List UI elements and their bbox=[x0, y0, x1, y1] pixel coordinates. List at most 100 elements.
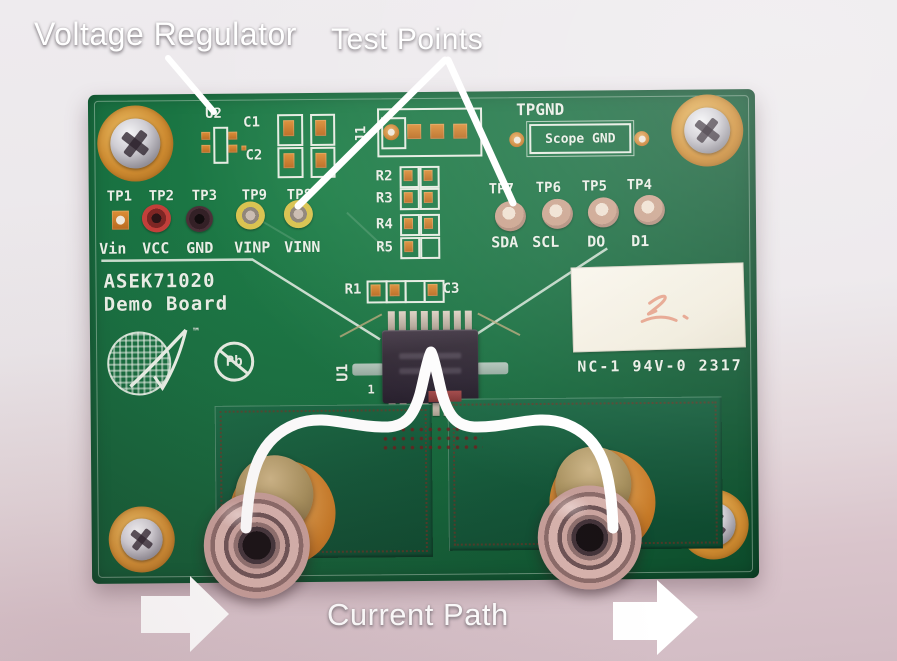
r2-pad bbox=[423, 169, 433, 181]
sense-pad bbox=[446, 390, 462, 402]
tp-label: TP9 bbox=[241, 187, 268, 204]
r4-pad bbox=[403, 218, 414, 230]
current-in-arrow bbox=[141, 576, 229, 652]
sense-pad bbox=[428, 390, 444, 402]
current-path-label: Current Path bbox=[327, 597, 509, 632]
r1-pad bbox=[389, 284, 400, 297]
u2-pad bbox=[228, 144, 238, 153]
u1-pin bbox=[431, 310, 439, 331]
u1-pin bbox=[432, 401, 440, 416]
refdes-r4: R4 bbox=[375, 216, 393, 233]
r4-pad bbox=[423, 217, 434, 229]
screw-top-right bbox=[684, 107, 731, 154]
pcb-board: U2 C1 C2 J1 TPGND Scope GND TP bbox=[87, 89, 760, 599]
current-out-arrow bbox=[613, 580, 698, 655]
ul-marking: NC-1 94V-0 2317 bbox=[577, 356, 743, 376]
signal-label: GND bbox=[186, 238, 214, 258]
pb-free-text: Pb bbox=[225, 353, 243, 370]
u1-pin1-mark: 1 bbox=[367, 382, 375, 397]
voltage-regulator-label: Voltage Regulator bbox=[34, 16, 297, 52]
u1-side-trace bbox=[352, 363, 385, 376]
tp-label: TP6 bbox=[535, 179, 562, 197]
u2-pad bbox=[201, 144, 211, 153]
allegro-logo-icon bbox=[106, 331, 172, 396]
u1-pin bbox=[453, 310, 461, 331]
refdes-c2: C2 bbox=[245, 147, 263, 164]
tp-label: TP1 bbox=[106, 188, 133, 205]
tp8-testpoint-yellow bbox=[283, 199, 314, 229]
u1-pin bbox=[420, 310, 428, 332]
c2-pad bbox=[315, 152, 327, 168]
c3-padbox bbox=[404, 279, 426, 304]
u1-pin bbox=[398, 311, 406, 332]
board-name-line1: ASEK71020 bbox=[103, 269, 216, 293]
refdes-j1: J1 bbox=[353, 125, 370, 143]
board-name-line2: Demo Board bbox=[103, 292, 229, 316]
c1-pad bbox=[283, 120, 295, 137]
tp3-testpoint-black bbox=[185, 205, 214, 233]
signal-label: VINN bbox=[284, 237, 321, 257]
refdes-r2: R2 bbox=[375, 168, 393, 185]
refdes-r1: R1 bbox=[344, 281, 362, 298]
refdes-c1: C1 bbox=[243, 114, 261, 131]
c3-pad bbox=[427, 283, 438, 296]
tp-label: TP5 bbox=[581, 178, 608, 195]
r3-pad bbox=[423, 191, 433, 203]
pb-free-icon: Pb bbox=[214, 341, 255, 382]
r5-pad bbox=[404, 241, 414, 253]
c2-pad bbox=[283, 153, 295, 169]
j1-pad bbox=[430, 123, 445, 139]
scope-gnd-label: Scope GND bbox=[544, 130, 616, 147]
signal-label: D1 bbox=[631, 232, 650, 251]
refdes-u1: U1 bbox=[333, 363, 352, 382]
signal-label: Vin bbox=[99, 239, 127, 258]
j1-pad bbox=[383, 124, 400, 141]
tp-label: TP4 bbox=[626, 177, 653, 194]
tp1-hole bbox=[115, 215, 126, 225]
signal-label: VCC bbox=[142, 239, 170, 258]
u1-pin bbox=[442, 310, 450, 331]
j1-pad bbox=[453, 123, 468, 139]
terminal-jack-left bbox=[203, 492, 311, 599]
tpgnd-label: TPGND bbox=[515, 99, 565, 120]
c1-pad bbox=[315, 119, 327, 136]
tpgnd-pad bbox=[509, 132, 525, 148]
signal-label: VINP bbox=[234, 238, 271, 257]
refdes-r3: R3 bbox=[375, 190, 393, 207]
sticker-scribble bbox=[640, 294, 689, 323]
refdes-r5: R5 bbox=[376, 239, 394, 256]
tp-label: TP2 bbox=[148, 188, 175, 205]
u1-pin bbox=[464, 310, 472, 331]
refdes-c3: C3 bbox=[442, 280, 460, 297]
via-grid bbox=[380, 424, 484, 454]
terminal-jack-right bbox=[537, 485, 643, 591]
tp9-testpoint-yellow bbox=[235, 201, 266, 230]
r1-pad bbox=[370, 284, 381, 297]
tp6-testpoint bbox=[541, 198, 574, 229]
u2-pad bbox=[228, 131, 238, 140]
r2-pad bbox=[403, 170, 413, 182]
test-points-label: Test Points bbox=[331, 23, 484, 56]
u1-pin bbox=[409, 311, 417, 332]
tp5-testpoint bbox=[587, 197, 620, 228]
tpgnd-pad bbox=[634, 131, 650, 147]
signal-label: SDA bbox=[491, 233, 519, 252]
tp4-testpoint bbox=[633, 194, 666, 226]
r5-padbox bbox=[420, 236, 441, 260]
u2-pad bbox=[201, 131, 211, 140]
tp7-testpoint bbox=[494, 201, 527, 232]
white-sticker bbox=[570, 262, 746, 353]
screw-bottom-left bbox=[120, 518, 163, 561]
tp-label: TP7 bbox=[488, 181, 515, 198]
signal-label: SCL bbox=[532, 232, 560, 252]
trademark-symbol: ™ bbox=[192, 326, 200, 339]
refdes-u2: U2 bbox=[204, 105, 222, 122]
scope-gnd-box: Scope GND bbox=[526, 120, 635, 158]
u1-side-trace bbox=[476, 362, 509, 375]
r3-pad bbox=[403, 192, 413, 204]
signal-label: DO bbox=[587, 232, 606, 251]
u2-outline bbox=[213, 126, 229, 164]
j1-pad bbox=[407, 124, 422, 140]
tp2-testpoint-red bbox=[141, 204, 172, 233]
